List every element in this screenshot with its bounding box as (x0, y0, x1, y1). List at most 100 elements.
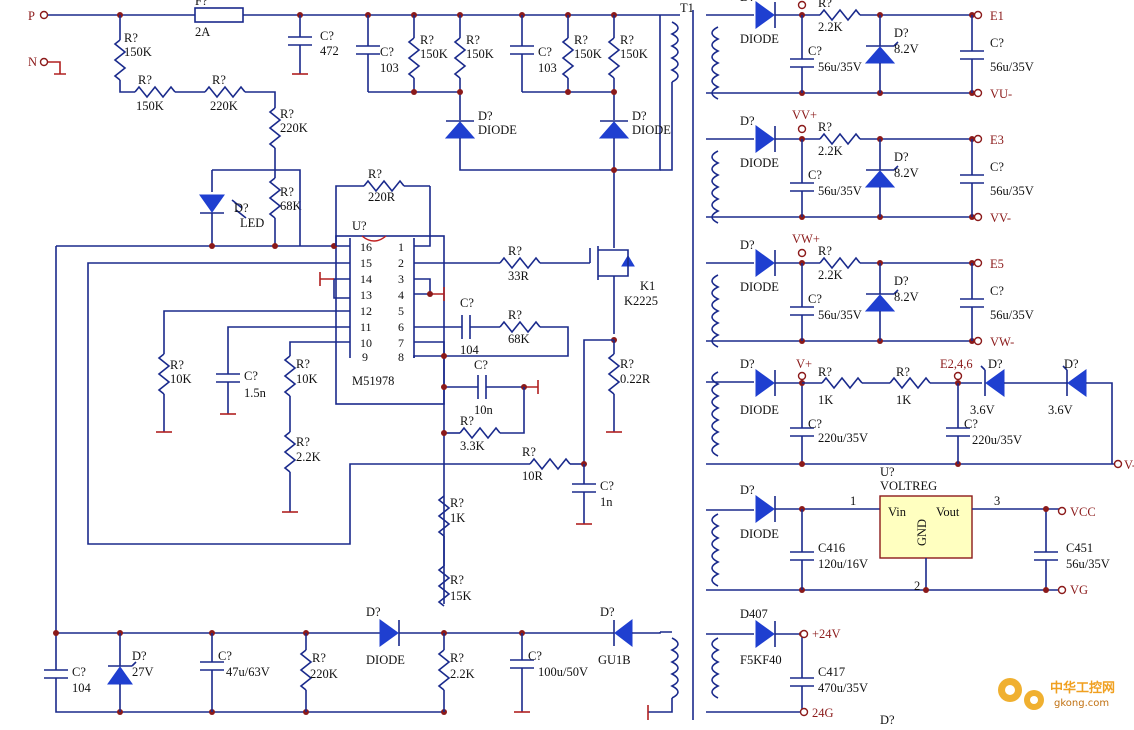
svg-text:U?: U? (880, 465, 895, 479)
snubber-2: C? 103 R? 150K R? 150K D? DIODE (510, 15, 671, 248)
svg-text:4: 4 (398, 288, 404, 302)
svg-text:1.5n: 1.5n (244, 386, 267, 400)
output-3-zv: 8.2V (894, 290, 919, 304)
svg-text:DIODE: DIODE (478, 123, 517, 137)
output-2-z: D? (894, 150, 909, 164)
output-3-c2v: 56u/35V (990, 308, 1034, 322)
svg-text:3: 3 (398, 272, 404, 286)
svg-text:Vin: Vin (888, 505, 907, 519)
svg-text:C?: C? (380, 45, 394, 59)
svg-text:R?: R? (818, 365, 832, 379)
svg-text:150K: 150K (466, 47, 494, 61)
svg-text:103: 103 (538, 61, 557, 75)
svg-text:150K: 150K (136, 99, 164, 113)
output-1-c2v: 56u/35V (990, 60, 1034, 74)
svg-text:470u/35V: 470u/35V (818, 681, 868, 695)
svg-text:VOLTREG: VOLTREG (880, 479, 937, 493)
svg-text:VCC: VCC (1070, 505, 1096, 519)
svg-text:R?: R? (280, 185, 294, 199)
transformer: T1 (647, 1, 694, 720)
svg-text:D?: D? (234, 201, 249, 215)
output-2-dv: DIODE (740, 156, 779, 170)
n-label: N (28, 55, 37, 69)
svg-text:D?: D? (132, 649, 147, 663)
svg-text:C?: C? (600, 479, 614, 493)
svg-text:D?: D? (478, 109, 493, 123)
svg-text:D?: D? (988, 357, 1003, 371)
svg-text:V-: V- (1124, 458, 1134, 472)
svg-text:R?: R? (138, 73, 152, 87)
svg-text:68K: 68K (508, 332, 530, 346)
output-3-e: E5 (990, 257, 1004, 271)
output-1-dv: DIODE (740, 32, 779, 46)
svg-text:R?: R? (896, 365, 910, 379)
svg-text:R?: R? (212, 73, 226, 87)
svg-text:47u/63V: 47u/63V (226, 665, 270, 679)
rectifier-diode (755, 249, 775, 277)
svg-text:1n: 1n (600, 495, 613, 509)
output-1-e: E1 (990, 9, 1004, 23)
svg-text:220K: 220K (310, 667, 338, 681)
svg-text:D?: D? (632, 109, 647, 123)
svg-text:R?: R? (522, 445, 536, 459)
svg-text:D?: D? (880, 713, 895, 727)
output-2-c2: C? (990, 160, 1004, 174)
svg-text:Vout: Vout (936, 505, 960, 519)
svg-text:U?: U? (352, 219, 367, 233)
svg-text:D407: D407 (740, 607, 768, 621)
output-1-rv: 2.2K (818, 20, 843, 34)
svg-text:C?: C? (320, 29, 334, 43)
fuse-value: 2A (195, 25, 210, 39)
svg-text:C?: C? (474, 358, 488, 372)
svg-text:104: 104 (460, 343, 480, 357)
svg-text:R?: R? (450, 573, 464, 587)
svg-text:VG: VG (1070, 583, 1088, 597)
output-1-r: R? (818, 0, 832, 10)
svg-text:D?: D? (366, 605, 381, 619)
svg-text:3.6V: 3.6V (1048, 403, 1073, 417)
svg-text:15: 15 (360, 256, 372, 270)
svg-text:D?: D? (740, 483, 755, 497)
svg-text:GND: GND (915, 519, 929, 546)
svg-text:K1: K1 (640, 279, 655, 293)
output-3-r: R? (818, 244, 832, 258)
svg-text:C?: C? (964, 417, 978, 431)
mosfet-k2225: K1 K2225 R? 0.22R R? 10R C? 1n (522, 246, 658, 525)
svg-text:R?: R? (420, 33, 434, 47)
svg-text:R?: R? (508, 244, 522, 258)
svg-text:150K: 150K (420, 47, 448, 61)
aux-supply: C? 104 D? 27V C? 47u/63V R? 220K D? DIOD… (44, 246, 661, 715)
svg-text:DIODE: DIODE (632, 123, 671, 137)
svg-text:10n: 10n (474, 403, 494, 417)
svg-text:C451: C451 (1066, 541, 1093, 555)
output-3-c2: C? (990, 284, 1004, 298)
secondary-outputs: D?DIODER?2.2KC?56u/35VD?8.2VC?56u/35VE1V… (706, 0, 1034, 349)
svg-text:D?: D? (1064, 357, 1079, 371)
output-2-cv: 56u/35V (818, 184, 862, 198)
svg-text:3: 3 (994, 494, 1000, 508)
output-3-cv: 56u/35V (818, 308, 862, 322)
svg-text:D?: D? (740, 357, 755, 371)
svg-text:220u/35V: 220u/35V (972, 433, 1022, 447)
svg-text:3.3K: 3.3K (460, 439, 485, 453)
rectifier-diode (755, 1, 775, 29)
svg-text:1K: 1K (450, 511, 465, 525)
output-3-d: D? (740, 238, 755, 252)
svg-text:220u/35V: 220u/35V (818, 431, 868, 445)
output-2-rv: 2.2K (818, 144, 843, 158)
output-v: D? DIODE V+ C? 220u/35V R? 1K R? 1K E2,4… (706, 357, 1134, 472)
svg-text:6: 6 (398, 320, 404, 334)
ic-body (335, 235, 445, 405)
svg-text:150K: 150K (124, 45, 152, 59)
svg-text:100u/50V: 100u/50V (538, 665, 588, 679)
output-1-d: D? (740, 0, 755, 4)
svg-text:T1: T1 (680, 1, 694, 15)
svg-text:R?: R? (280, 107, 294, 121)
svg-text:R?: R? (296, 435, 310, 449)
svg-text:68K: 68K (280, 199, 302, 213)
svg-text:V+: V+ (796, 357, 812, 371)
svg-text:14: 14 (360, 272, 372, 286)
svg-text:150K: 150K (620, 47, 648, 61)
svg-text:+24V: +24V (812, 627, 841, 641)
